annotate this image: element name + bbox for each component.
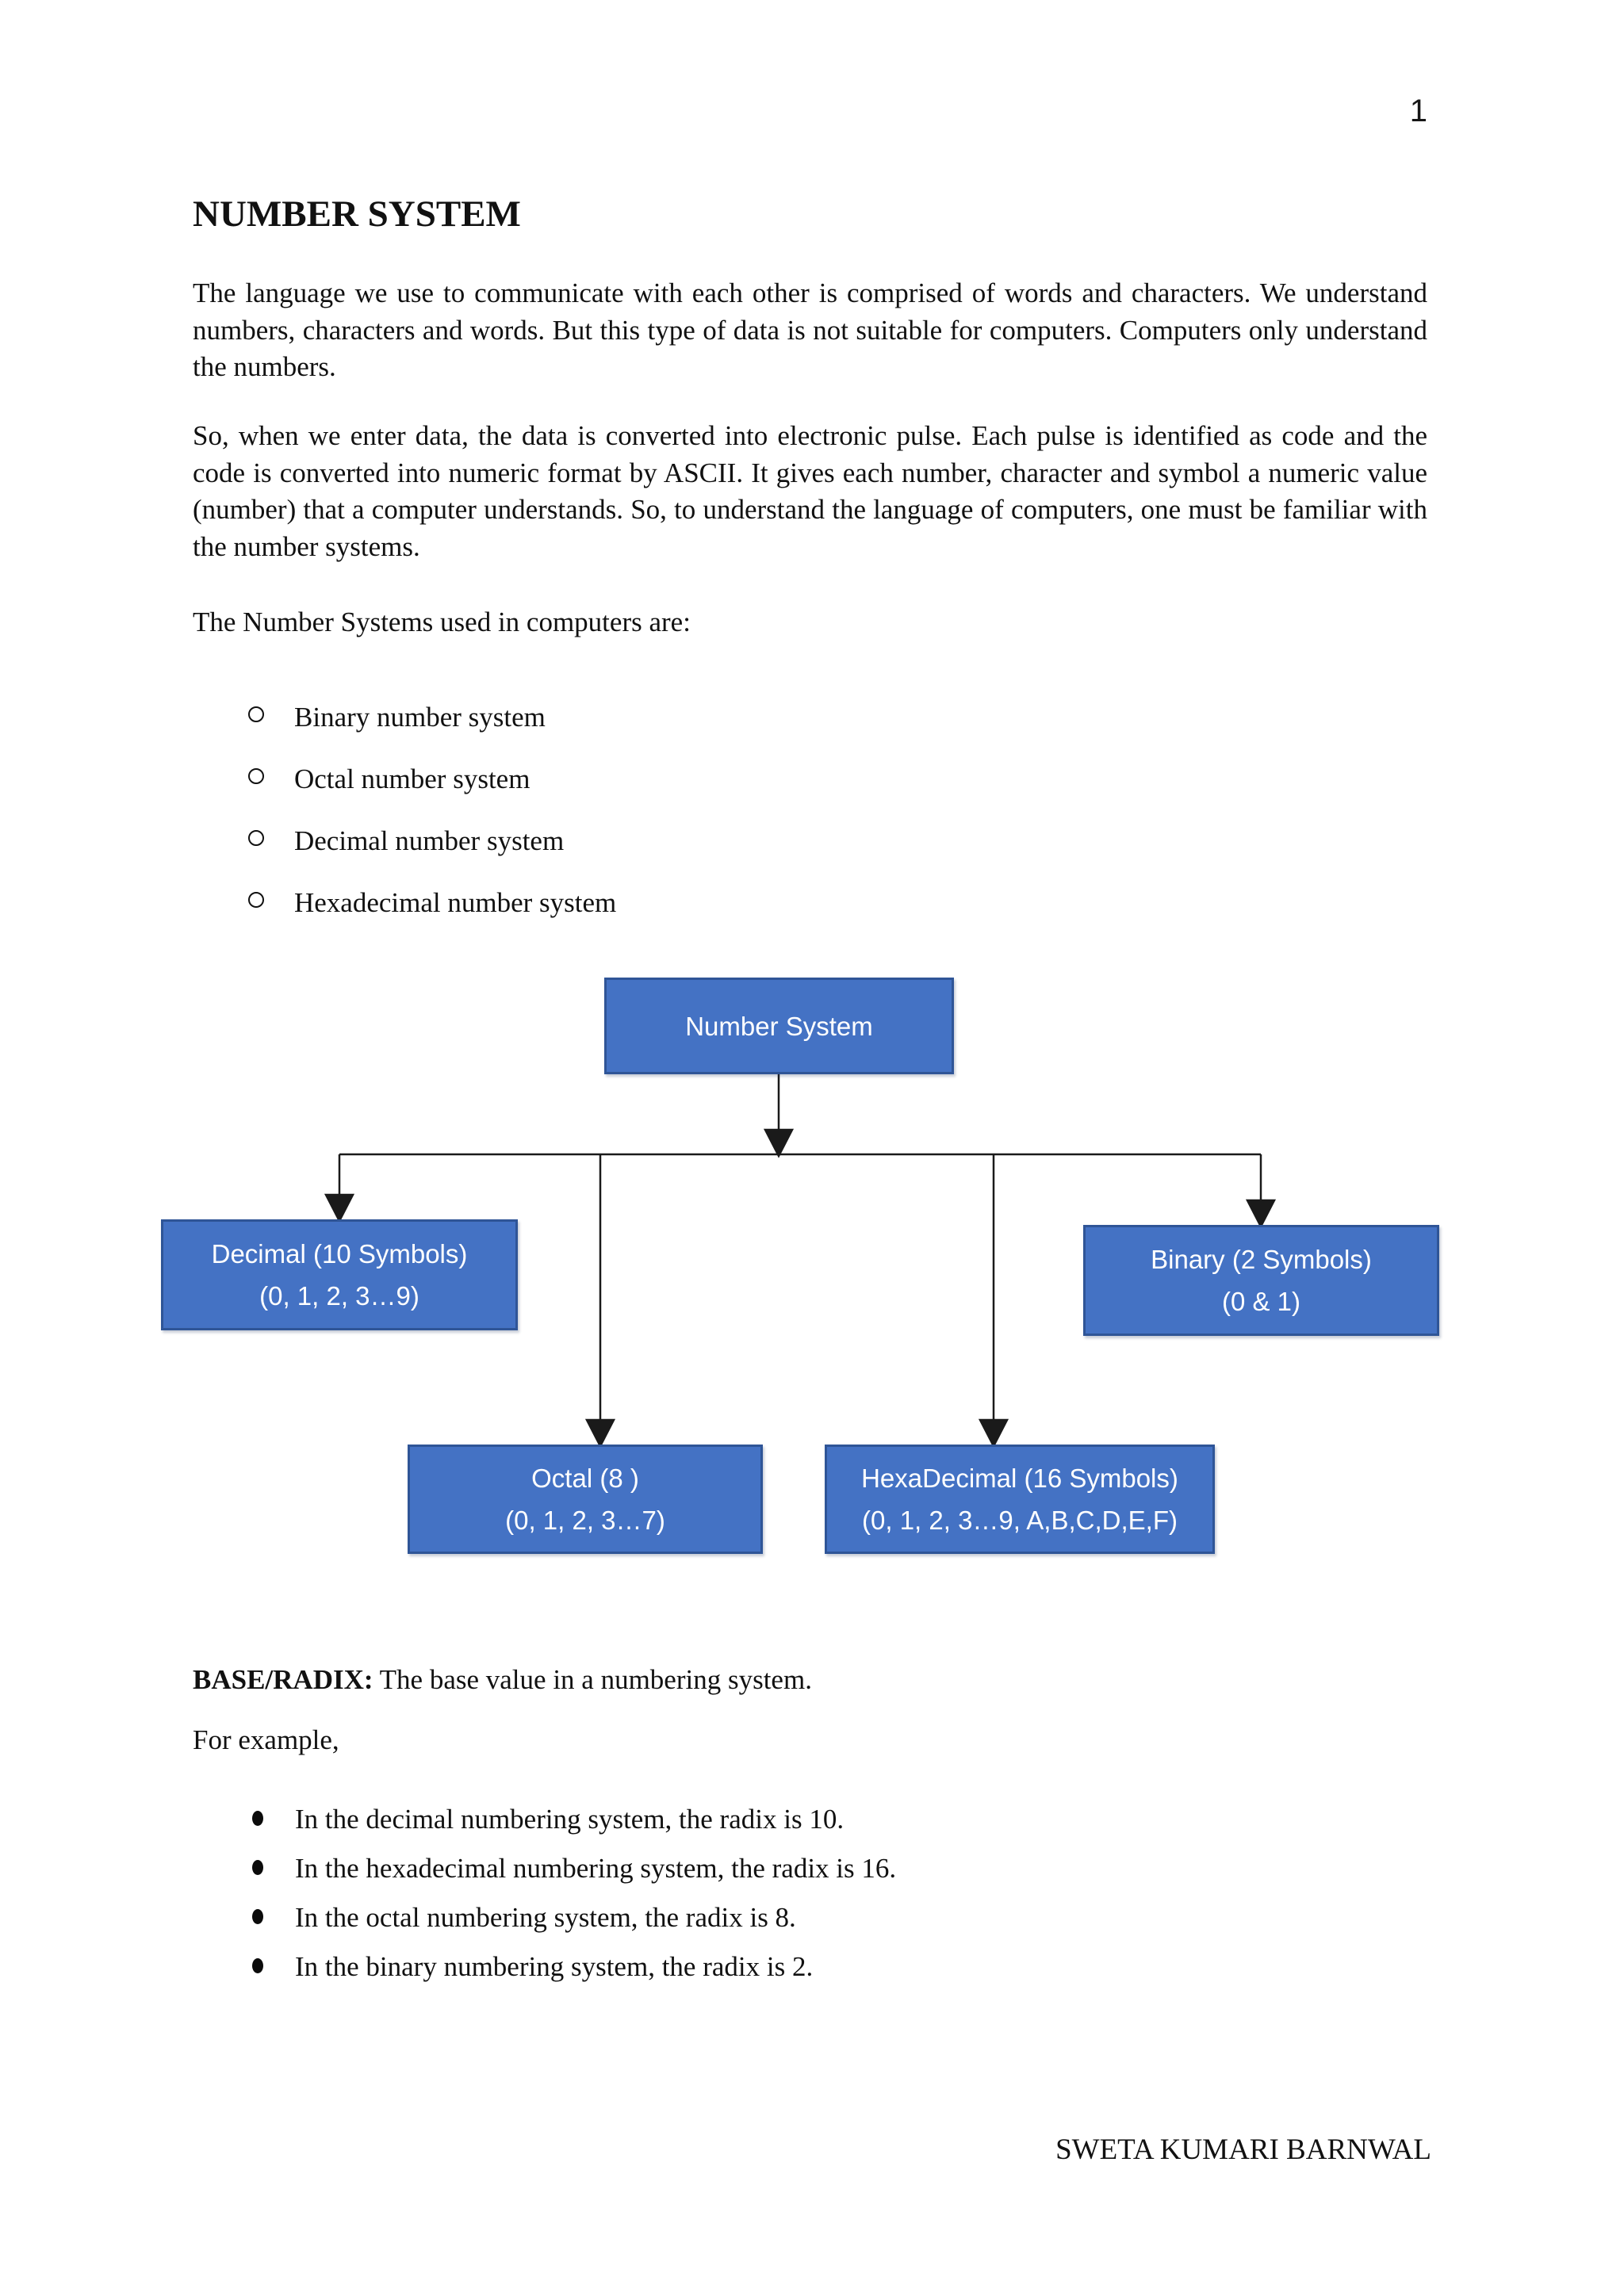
- node-label-line2: (0, 1, 2, 3…7): [505, 1506, 665, 1535]
- document-title: NUMBER SYSTEM: [193, 193, 521, 235]
- node-label-line1: Octal (8 ): [531, 1464, 639, 1493]
- paragraph-electronic-pulse: So, when we enter data, the data is conv…: [193, 420, 1427, 562]
- diagram-node-binary: Binary (2 Symbols) (0 & 1): [1083, 1225, 1439, 1336]
- filled-bullet-icon: [252, 1957, 263, 1973]
- for-example-line: For example,: [193, 1724, 339, 1755]
- radix-item-octal: In the octal numbering system, the radix…: [252, 1900, 1487, 1936]
- base-radix-definition: The base value in a numbering system.: [379, 1664, 812, 1695]
- footer-author-name: SWETA KUMARI BARNWAL: [1055, 2133, 1431, 2166]
- node-label-line1: Binary (2 Symbols): [1151, 1245, 1372, 1274]
- node-label-line2: (0, 1, 2, 3…9, A,B,C,D,E,F): [862, 1506, 1178, 1535]
- list-item-binary: Binary number system: [248, 699, 1483, 736]
- list-item-hexadecimal: Hexadecimal number system: [248, 885, 1483, 921]
- number-systems-list: Binary number system Octal number system…: [193, 699, 1483, 947]
- filled-bullet-icon: [252, 1859, 263, 1875]
- list-item-label: Binary number system: [294, 702, 546, 733]
- node-label-line1: HexaDecimal (16 Symbols): [861, 1464, 1178, 1493]
- base-radix-term: BASE/RADIX:: [193, 1664, 373, 1695]
- list-item-label: Decimal number system: [294, 825, 565, 856]
- radix-item-label: In the hexadecimal numbering system, the…: [295, 1853, 897, 1884]
- radix-item-binary: In the binary numbering system, the radi…: [252, 1949, 1487, 1985]
- list-item-decimal: Decimal number system: [248, 823, 1483, 859]
- circle-bullet-icon: [248, 768, 264, 784]
- radix-item-label: In the decimal numbering system, the rad…: [295, 1804, 845, 1835]
- list-intro-line: The Number Systems used in computers are…: [193, 607, 691, 637]
- filled-bullet-icon: [252, 1810, 263, 1826]
- radix-item-hexadecimal: In the hexadecimal numbering system, the…: [252, 1850, 1487, 1887]
- radix-item-label: In the octal numbering system, the radix…: [295, 1902, 796, 1933]
- filled-bullet-icon: [252, 1908, 263, 1924]
- circle-bullet-icon: [248, 706, 264, 722]
- radix-examples-list: In the decimal numbering system, the rad…: [193, 1801, 1487, 1998]
- list-item-octal: Octal number system: [248, 761, 1483, 798]
- circle-bullet-icon: [248, 892, 264, 908]
- list-item-label: Octal number system: [294, 763, 530, 794]
- radix-item-decimal: In the decimal numbering system, the rad…: [252, 1801, 1487, 1838]
- page-number: 1: [1409, 94, 1427, 128]
- base-radix-line: BASE/RADIX: The base value in a numberin…: [193, 1662, 1427, 1699]
- node-label-line2: (0 & 1): [1221, 1287, 1301, 1316]
- diagram-node-number-system: Number System: [604, 978, 954, 1074]
- node-label-line1: Decimal (10 Symbols): [211, 1239, 468, 1269]
- node-label-line2: (0, 1, 2, 3…9): [259, 1281, 419, 1311]
- node-label: Number System: [685, 1011, 873, 1041]
- radix-item-label: In the binary numbering system, the radi…: [295, 1951, 814, 1982]
- diagram-node-decimal: Decimal (10 Symbols) (0, 1, 2, 3…9): [161, 1219, 518, 1330]
- list-item-label: Hexadecimal number system: [294, 887, 617, 918]
- paragraph-language: The language we use to communicate with …: [193, 277, 1427, 382]
- diagram-node-hexadecimal: HexaDecimal (16 Symbols) (0, 1, 2, 3…9, …: [825, 1445, 1215, 1554]
- diagram-node-octal: Octal (8 ) (0, 1, 2, 3…7): [408, 1445, 763, 1554]
- circle-bullet-icon: [248, 830, 264, 846]
